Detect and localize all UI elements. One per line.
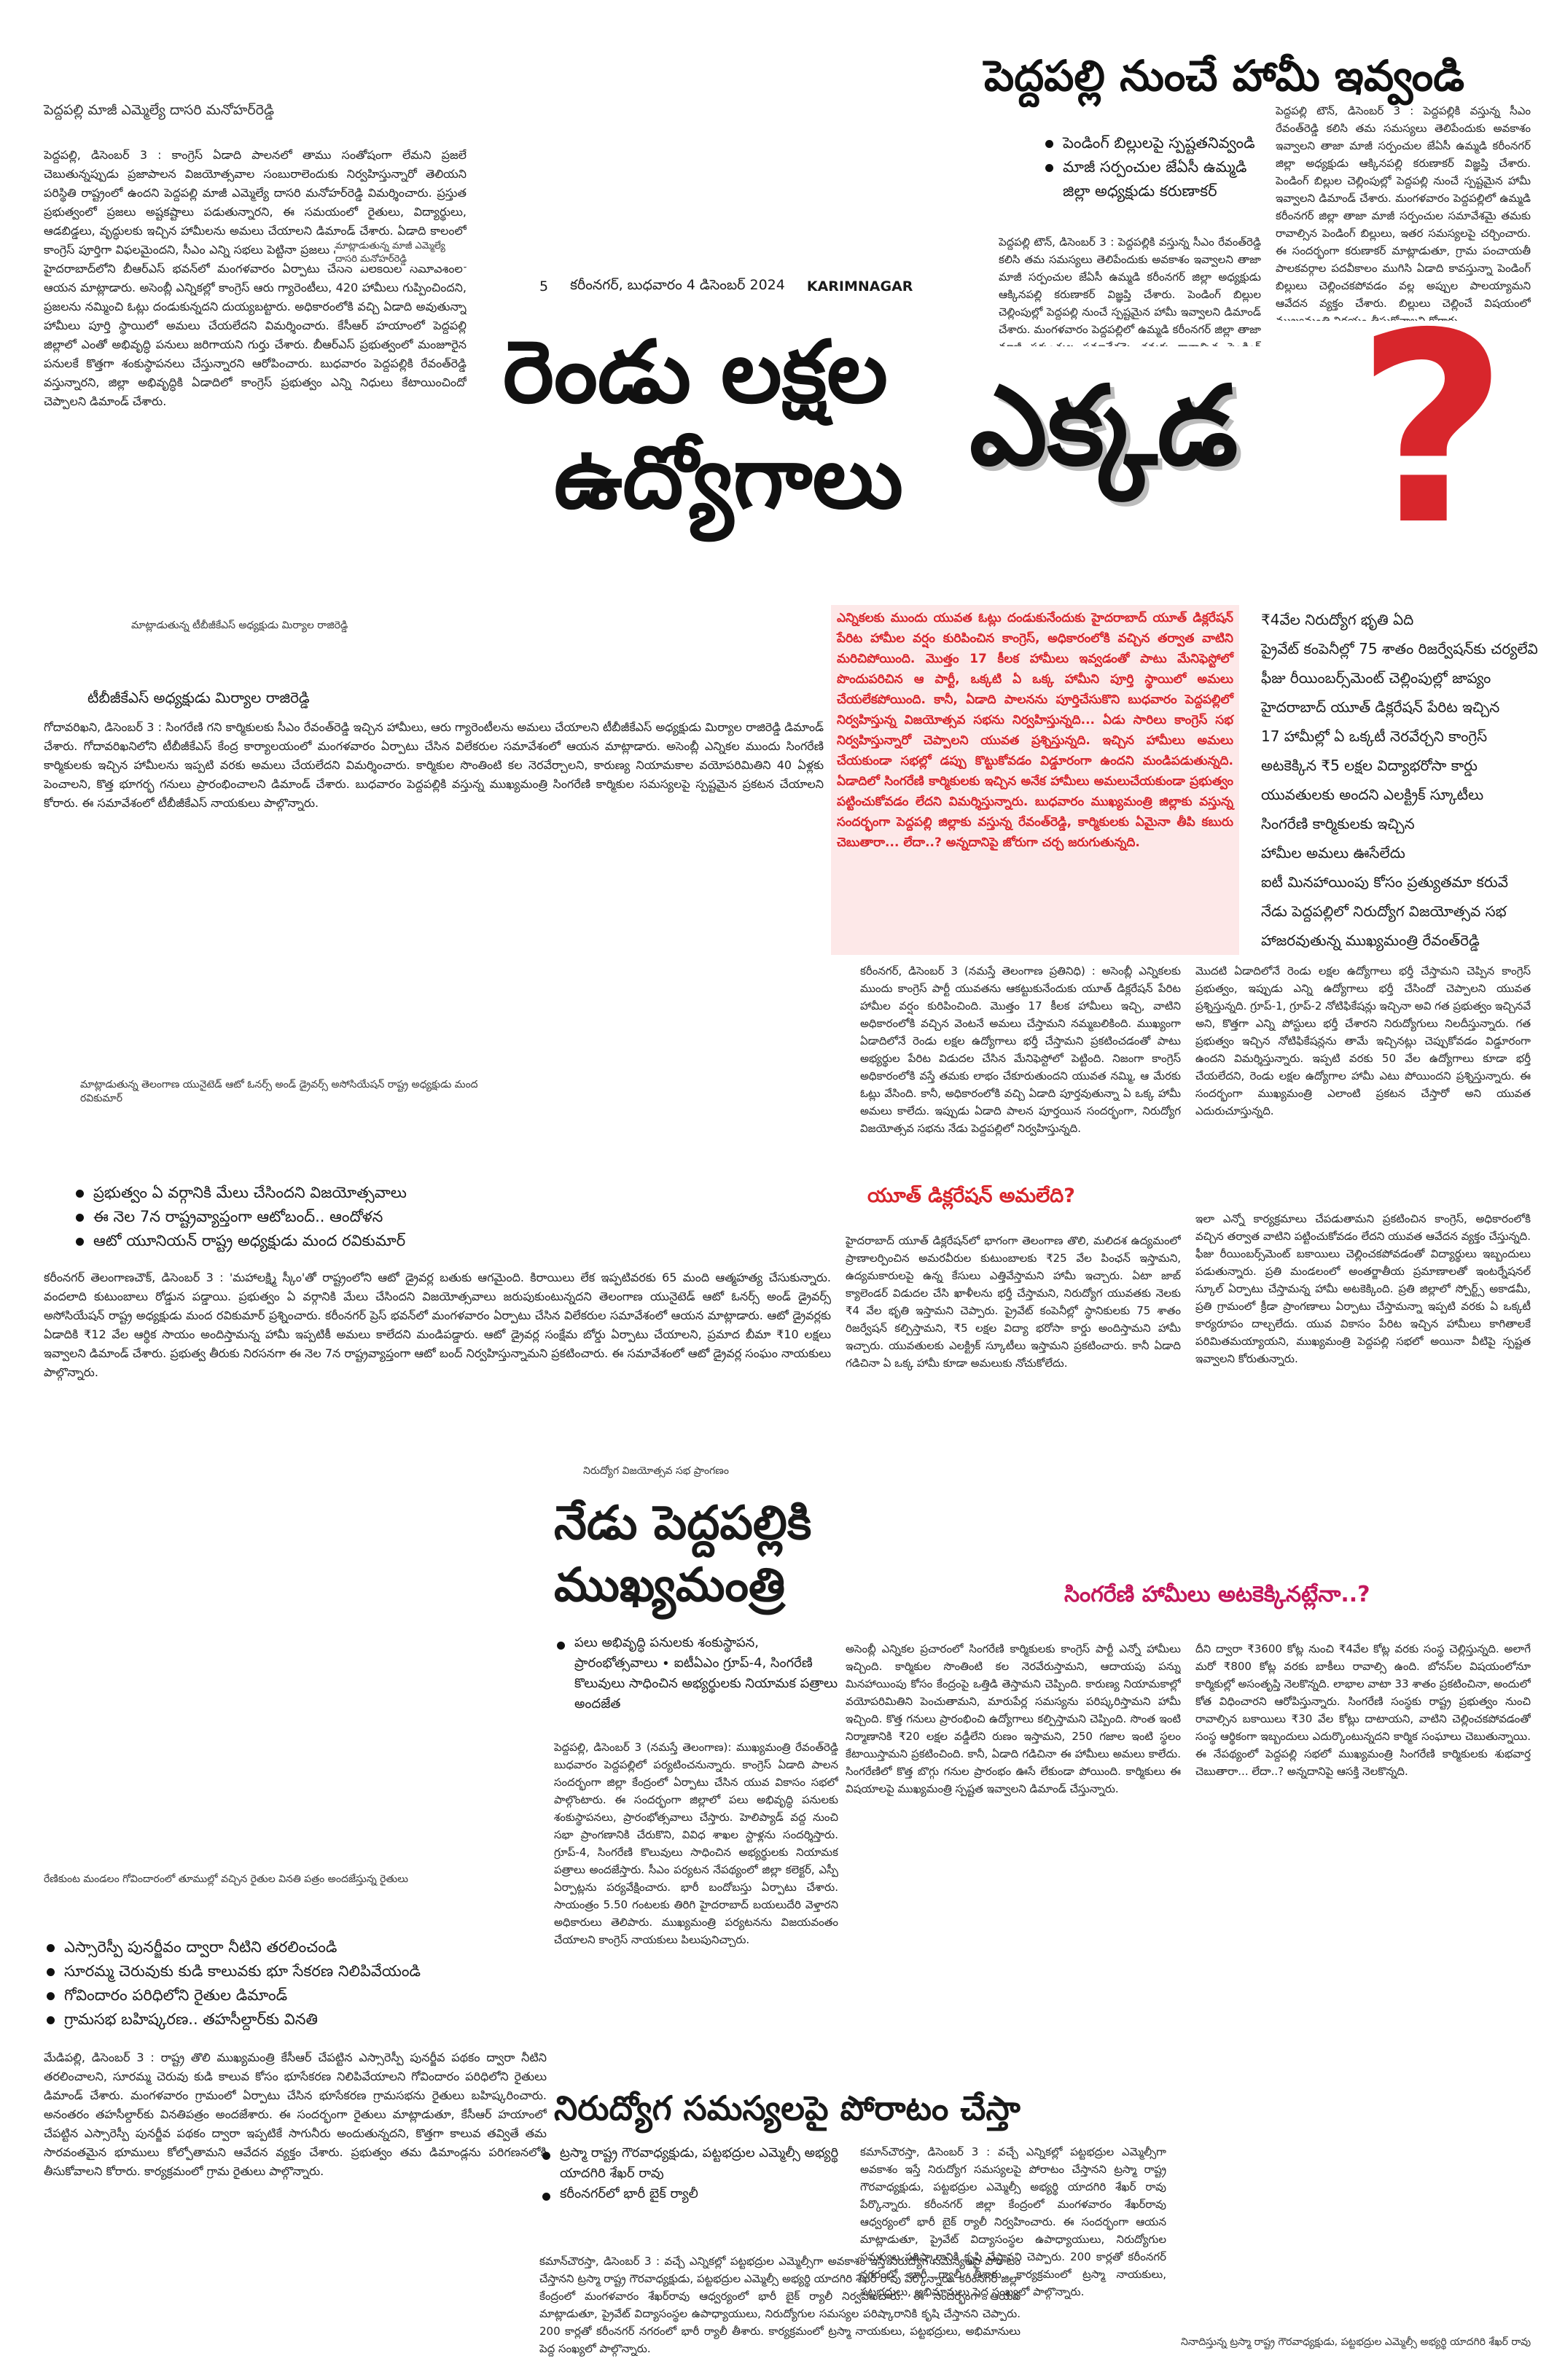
srsp-body: మేడిపల్లి, డిసెంబర్ 3 : రాష్ట్ర తొలి ముఖ… xyxy=(44,2051,547,2178)
promise-item: హామీల అమలు ఊసేలేదు xyxy=(1261,844,1405,862)
tbgks-photo-caption: మాట్లాడుతున్న టీబీజీకేఎస్ అధ్యక్షుడు మిర… xyxy=(131,620,348,631)
promise-item: హైదరాబాద్ యూత్ డిక్లరేషన్ పేరిట ఇచ్చిన xyxy=(1261,698,1500,716)
promise-item: యువతులకు అందని ఎలక్ట్రిక్ స్కూటీలు xyxy=(1261,786,1484,803)
bullet-item: కరీంనగర్‌లో భారీ బైక్ ర్యాలీ xyxy=(539,2184,846,2204)
cm-headline-line1: నేడు పెద్దపల్లికి xyxy=(554,1497,812,1550)
page-number: 5 xyxy=(539,278,549,294)
promise-item: నేడు పెద్దపల్లిలో నిరుద్యోగ విజయోత్సవ సభ xyxy=(1261,902,1507,920)
promise-item: ₹4వేల నిరుద్యోగ భృతి ఏది xyxy=(1261,611,1414,628)
youth-decl-headline: యూత్ డిక్లరేషన్ అమలేది? xyxy=(867,1185,1075,1207)
main-body-left: కరీంనగర్, డిసెంబర్ 3 (నమస్తే తెలంగాణ ప్ర… xyxy=(860,964,1181,1135)
promise-item: అటకెక్కిన ₹5 లక్షల విద్యాభరోసా కార్డు xyxy=(1261,757,1478,774)
main-headline-line2: ఉద్యోగాలు xyxy=(554,427,903,528)
auto-body: కరీంనగర్ తెలంగాణచౌక్, డిసెంబర్ 3 : 'మహాల… xyxy=(44,1271,831,1379)
youth-decl-body-left: హైదరాబాద్ యూత్ డిక్లరేషన్‌లో భాగంగా తెలం… xyxy=(846,1234,1181,1370)
bullet-item: ట్రస్మా రాష్ట్ర గౌరవాధ్యక్షుడు, పట్టభద్ర… xyxy=(539,2143,846,2184)
question-mark: ? xyxy=(1356,277,1508,582)
cm-kicker: నిరుద్యోగ విజయోత్సవ సభ ప్రాంగణం xyxy=(583,1465,729,1477)
main-intro: ఎన్నికలకు ముందు యువత ఓట్లు దండుకునేందుకు… xyxy=(831,605,1239,955)
dasari-caption: పెద్దపల్లి మాజీ ఎమ్మెల్యే దాసరి మనోహర్‌ర… xyxy=(44,102,275,118)
bullet-item: పలు అభివృద్ధి పనులకు శంకుస్థాపన, ప్రారంభ… xyxy=(554,1633,838,1714)
unemployment-body-left: కమాన్‌చౌరస్తా, డిసెంబర్ 3 : వచ్చే ఎన్నిక… xyxy=(539,2255,1021,2355)
main-headline-line1: రెండు లక్షల xyxy=(503,321,888,422)
youth-decl-body-right: ఇలా ఎన్నో కార్యక్రమాలు చేపడుతామని ప్రకటి… xyxy=(1195,1212,1531,1365)
promise-item: 17 హామీల్లో ఏ ఒక్కటీ నెరవేర్చని కాంగ్రెస… xyxy=(1261,727,1488,745)
singareni-body-right: దీని ద్వారా ₹3600 కోట్ల నుంచి ₹4వేల కోట్… xyxy=(1195,1642,1531,1778)
peddapalli-body-left: పెద్దపల్లి టౌన్, డిసెంబర్ 3 : పెద్దపల్లి… xyxy=(999,235,1261,346)
main-body-right: మొదటి ఏడాదిలోనే రెండు లక్షల ఉద్యోగాలు భర… xyxy=(1195,964,1531,1117)
tbgks-headline: టీబీజీకేఎస్ అధ్యక్షుడు మిర్యాల రాజిరెడ్డ… xyxy=(87,689,310,706)
peddapalli-headline: పెద్దపల్లి నుంచే హామీ ఇవ్వండి xyxy=(984,51,1465,101)
bullet-item: మాజీ సర్పంచుల జేఏసీ ఉమ్మడి జిల్లా అధ్యక్… xyxy=(1042,155,1261,203)
peddapalli-bullets: పెండింగ్ బిల్లులపై స్పష్టతనివ్వండి మాజీ … xyxy=(1042,131,1261,203)
unemployment-photo-caption: నినాదిస్తున్న ట్రస్మా రాష్ట్ర గౌరవాధ్యక్… xyxy=(1181,2336,1531,2348)
cm-body: పెద్దపల్లి, డిసెంబర్ 3 (నమస్తే తెలంగాణ):… xyxy=(554,1741,838,1946)
promise-item: ప్రైవేట్ కంపెనీల్లో 75 శాతం రిజర్వేషన్‌క… xyxy=(1261,640,1538,658)
unemployment-headline: నిరుద్యోగ సమస్యలపై పోరాటం చేస్తా xyxy=(554,2088,1021,2128)
unemployment-bullets: ట్రస్మా రాష్ట్ర గౌరవాధ్యక్షుడు, పట్టభద్ర… xyxy=(539,2143,846,2204)
edition: KARIMNAGAR xyxy=(806,278,913,294)
main-headline-where: ఎక్కడ xyxy=(969,363,1238,490)
dasari-body: పెద్దపల్లి, డిసెంబర్ 3 : కాంగ్రెస్ ఏడాది… xyxy=(44,148,467,408)
srsp-bullets: ఎస్సారెస్పీ పునర్జీవం ద్వారా నీటిని తరలి… xyxy=(44,1935,547,2032)
srsp-photo-caption: రేణికుంట మండలం గోవిందారంలో తూముల్లో వచ్చ… xyxy=(44,1873,408,1885)
unemployment-body-right: కమాన్‌చౌరస్తా, డిసెంబర్ 3 : వచ్చే ఎన్నిక… xyxy=(860,2145,1166,2298)
bullet-item: గ్రామసభ బహిష్కరణ.. తహసీల్దార్‌కు వినతి xyxy=(44,2008,547,2032)
singareni-headline: సింగరేణి హామీలు అటకెక్కినట్లేనా..? xyxy=(1064,1582,1370,1607)
bullet-item: ప్రభుత్వం ఏ వర్గానికి మేలు చేసిందని విజయ… xyxy=(73,1181,583,1205)
cm-headline-line2: ముఖ్యమంత్రి xyxy=(554,1558,785,1612)
dasari-photo-caption: మాట్లాడుతున్న మాజీ ఎమ్మెల్యే దాసరి మనోహర… xyxy=(335,241,467,267)
promise-item: హాజరవుతున్న ముఖ్యమంత్రి రేవంత్‌రెడ్డి xyxy=(1261,932,1480,949)
bullet-item: ఎస్సారెస్పీ పునర్జీవం ద్వారా నీటిని తరలి… xyxy=(44,1935,547,1959)
promise-item: సింగరేణి కార్మికులకు ఇచ్చిన xyxy=(1261,815,1415,832)
peddapalli-body-right: పెద్దపల్లి టౌన్, డిసెంబర్ 3 : పెద్దపల్లి… xyxy=(1276,104,1531,321)
cm-bullets: పలు అభివృద్ధి పనులకు శంకుస్థాపన, ప్రారంభ… xyxy=(554,1633,838,1714)
auto-photo-caption: మాట్లాడుతున్న తెలంగాణ యునైటెడ్ ఆటో ఓనర్స… xyxy=(80,1079,478,1104)
dateline: కరీంనగర్, బుధవారం 4 డిసెంబర్ 2024 xyxy=(570,276,785,293)
bullet-item: సూరమ్మ చెరువుకు కుడి కాలువకు భూ సేకరణ ని… xyxy=(44,1959,547,1983)
bullet-item: పెండింగ్ బిల్లులపై స్పష్టతనివ్వండి xyxy=(1042,131,1261,155)
promise-item: ఐటీ మినహాయింపు కోసం ప్రత్యుతమా కరువే xyxy=(1261,873,1508,891)
masthead: 5 కరీంనగర్, బుధవారం 4 డిసెంబర్ 2024 KARI… xyxy=(539,273,991,300)
singareni-body-left: అసెంబ్లీ ఎన్నికల ప్రచారంలో సింగరేణి కార్… xyxy=(846,1642,1181,1795)
bullet-item: ఆటో యూనియన్ రాష్ట్ర అధ్యక్షుడు మంద రవికు… xyxy=(73,1229,583,1253)
auto-bullets: ప్రభుత్వం ఏ వర్గానికి మేలు చేసిందని విజయ… xyxy=(73,1181,583,1253)
bullet-item: ఈ నెల 7న రాష్ట్రవ్యాప్తంగా ఆటోబంద్.. ఆంద… xyxy=(73,1205,583,1229)
promise-item: ఫీజు రీయింబర్స్‌మెంట్ చెల్లింపుల్లో జాప్… xyxy=(1261,669,1491,687)
bullet-item: గోవిందారం పరిధిలోని రైతుల డిమాండ్ xyxy=(44,1983,547,2008)
promises-list: ₹4వేల నిరుద్యోగ భృతి ఏది ప్రైవేట్ కంపెనీ… xyxy=(1261,605,1538,955)
tbgks-body: గోదావరిఖని, డిసెంబర్ 3 : సింగరేణి గని కా… xyxy=(44,720,824,810)
